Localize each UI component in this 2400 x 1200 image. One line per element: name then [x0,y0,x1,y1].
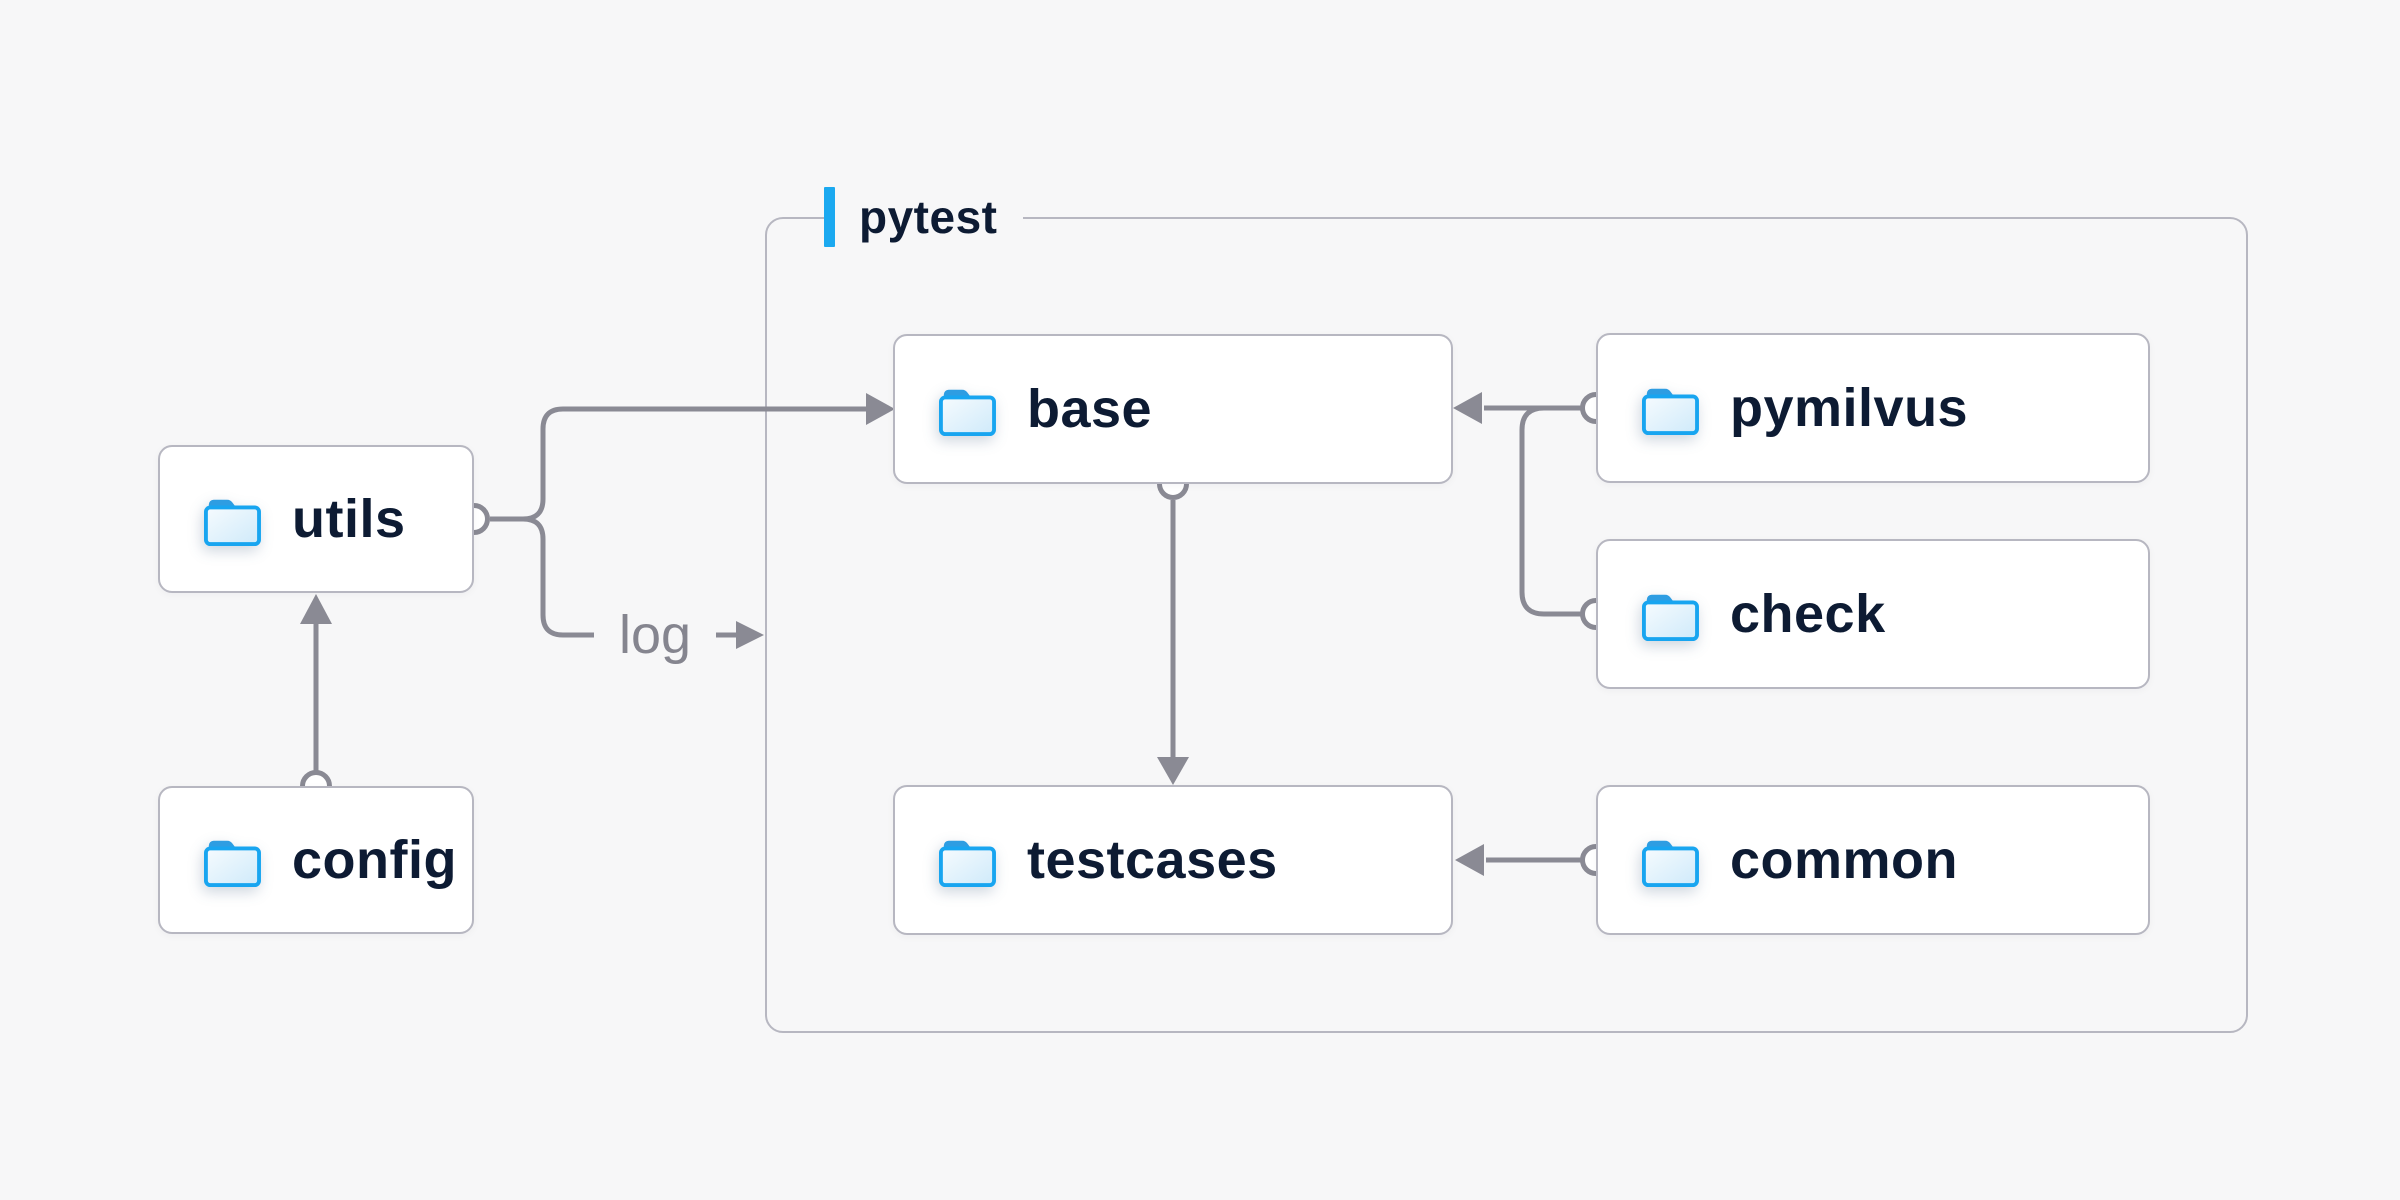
folder-icon [1642,388,1699,436]
arrowhead-into-utils [300,594,332,624]
node-check: check [1596,539,2150,689]
accent-bar [824,187,835,247]
folder-icon [1642,840,1699,888]
arrowhead-log [736,621,764,649]
folder-icon [204,840,261,888]
log-edge-label: log [618,605,692,665]
folder-icon [1642,594,1699,642]
node-base: base [893,334,1453,484]
folder-icon [939,840,996,888]
pytest-group-container [765,217,2248,1033]
node-common: common [1596,785,2150,935]
node-label: config [292,830,457,890]
group-title: pytest [859,191,998,243]
folder-icon [204,499,261,547]
node-label: testcases [1027,830,1278,890]
node-label: check [1730,584,1886,644]
node-pymilvus: pymilvus [1596,333,2150,483]
node-label: utils [292,489,406,549]
node-utils: utils [158,445,474,593]
edge-utils-to-log [522,516,594,638]
node-label: pymilvus [1730,378,1969,438]
node-testcases: testcases [893,785,1453,935]
pytest-group-label: pytest [824,185,1024,249]
folder-icon [939,389,996,437]
node-label: common [1730,830,1959,890]
node-label: base [1027,379,1153,439]
node-config: config [158,786,474,934]
